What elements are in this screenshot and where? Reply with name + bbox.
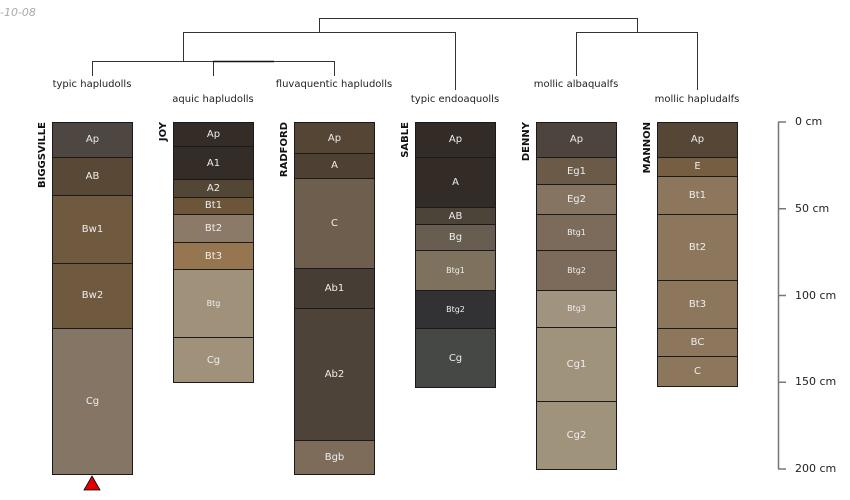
horizon-cg[interactable]: Cg [415, 328, 496, 389]
depth-tick-label: 100 cm [795, 288, 837, 302]
horizon-cg[interactable]: Cg [173, 337, 254, 384]
depth-tick-label: 0 cm [795, 115, 823, 128]
taxon-label: mollic hapludalfs [654, 94, 740, 105]
depth-tick-label: 200 cm [795, 462, 837, 475]
horizon-bt2[interactable]: Bt2 [173, 213, 254, 243]
horizon-cg2[interactable]: Cg2 [536, 401, 617, 470]
horizon-ab2[interactable]: Ab2 [294, 307, 375, 441]
horizon-ap[interactable]: Ap [294, 122, 375, 155]
dendrogram-left-cluster [183, 32, 456, 90]
taxon-label: typic endoaquolls [410, 94, 500, 105]
horizon-cg[interactable]: Cg [52, 328, 133, 476]
horizon-bgb[interactable]: Bgb [294, 439, 375, 476]
taxon-label: fluvaquentic hapludolls [275, 79, 393, 90]
horizon-bg[interactable]: Bg [415, 224, 496, 252]
horizon-bw2[interactable]: Bw2 [52, 262, 133, 330]
dendrogram-root [319, 18, 638, 32]
corner-date-text: -10-08 [0, 6, 36, 19]
horizon-btg1[interactable]: Btg1 [415, 250, 496, 292]
red-triangle-marker-icon [83, 475, 101, 491]
horizon-a[interactable]: A [415, 156, 496, 208]
horizon-c[interactable]: C [657, 356, 738, 387]
taxon-label: mollic albaqualfs [533, 79, 619, 90]
horizon-bt2[interactable]: Bt2 [657, 213, 738, 281]
taxon-label: aquic hapludolls [172, 94, 254, 105]
horizon-bt1[interactable]: Bt1 [657, 175, 738, 215]
depth-tick-label: 150 cm [795, 375, 837, 389]
taxon-label: typic hapludolls [52, 79, 132, 90]
dendrogram [92, 18, 698, 90]
horizon-ap[interactable]: Ap [657, 122, 738, 158]
horizon-c[interactable]: C [294, 177, 375, 269]
horizon-btg1[interactable]: Btg1 [536, 213, 617, 252]
horizon-btg3[interactable]: Btg3 [536, 290, 617, 328]
dendrogram-right-cluster [576, 32, 698, 90]
depth-tick-label: 50 cm [795, 201, 830, 215]
